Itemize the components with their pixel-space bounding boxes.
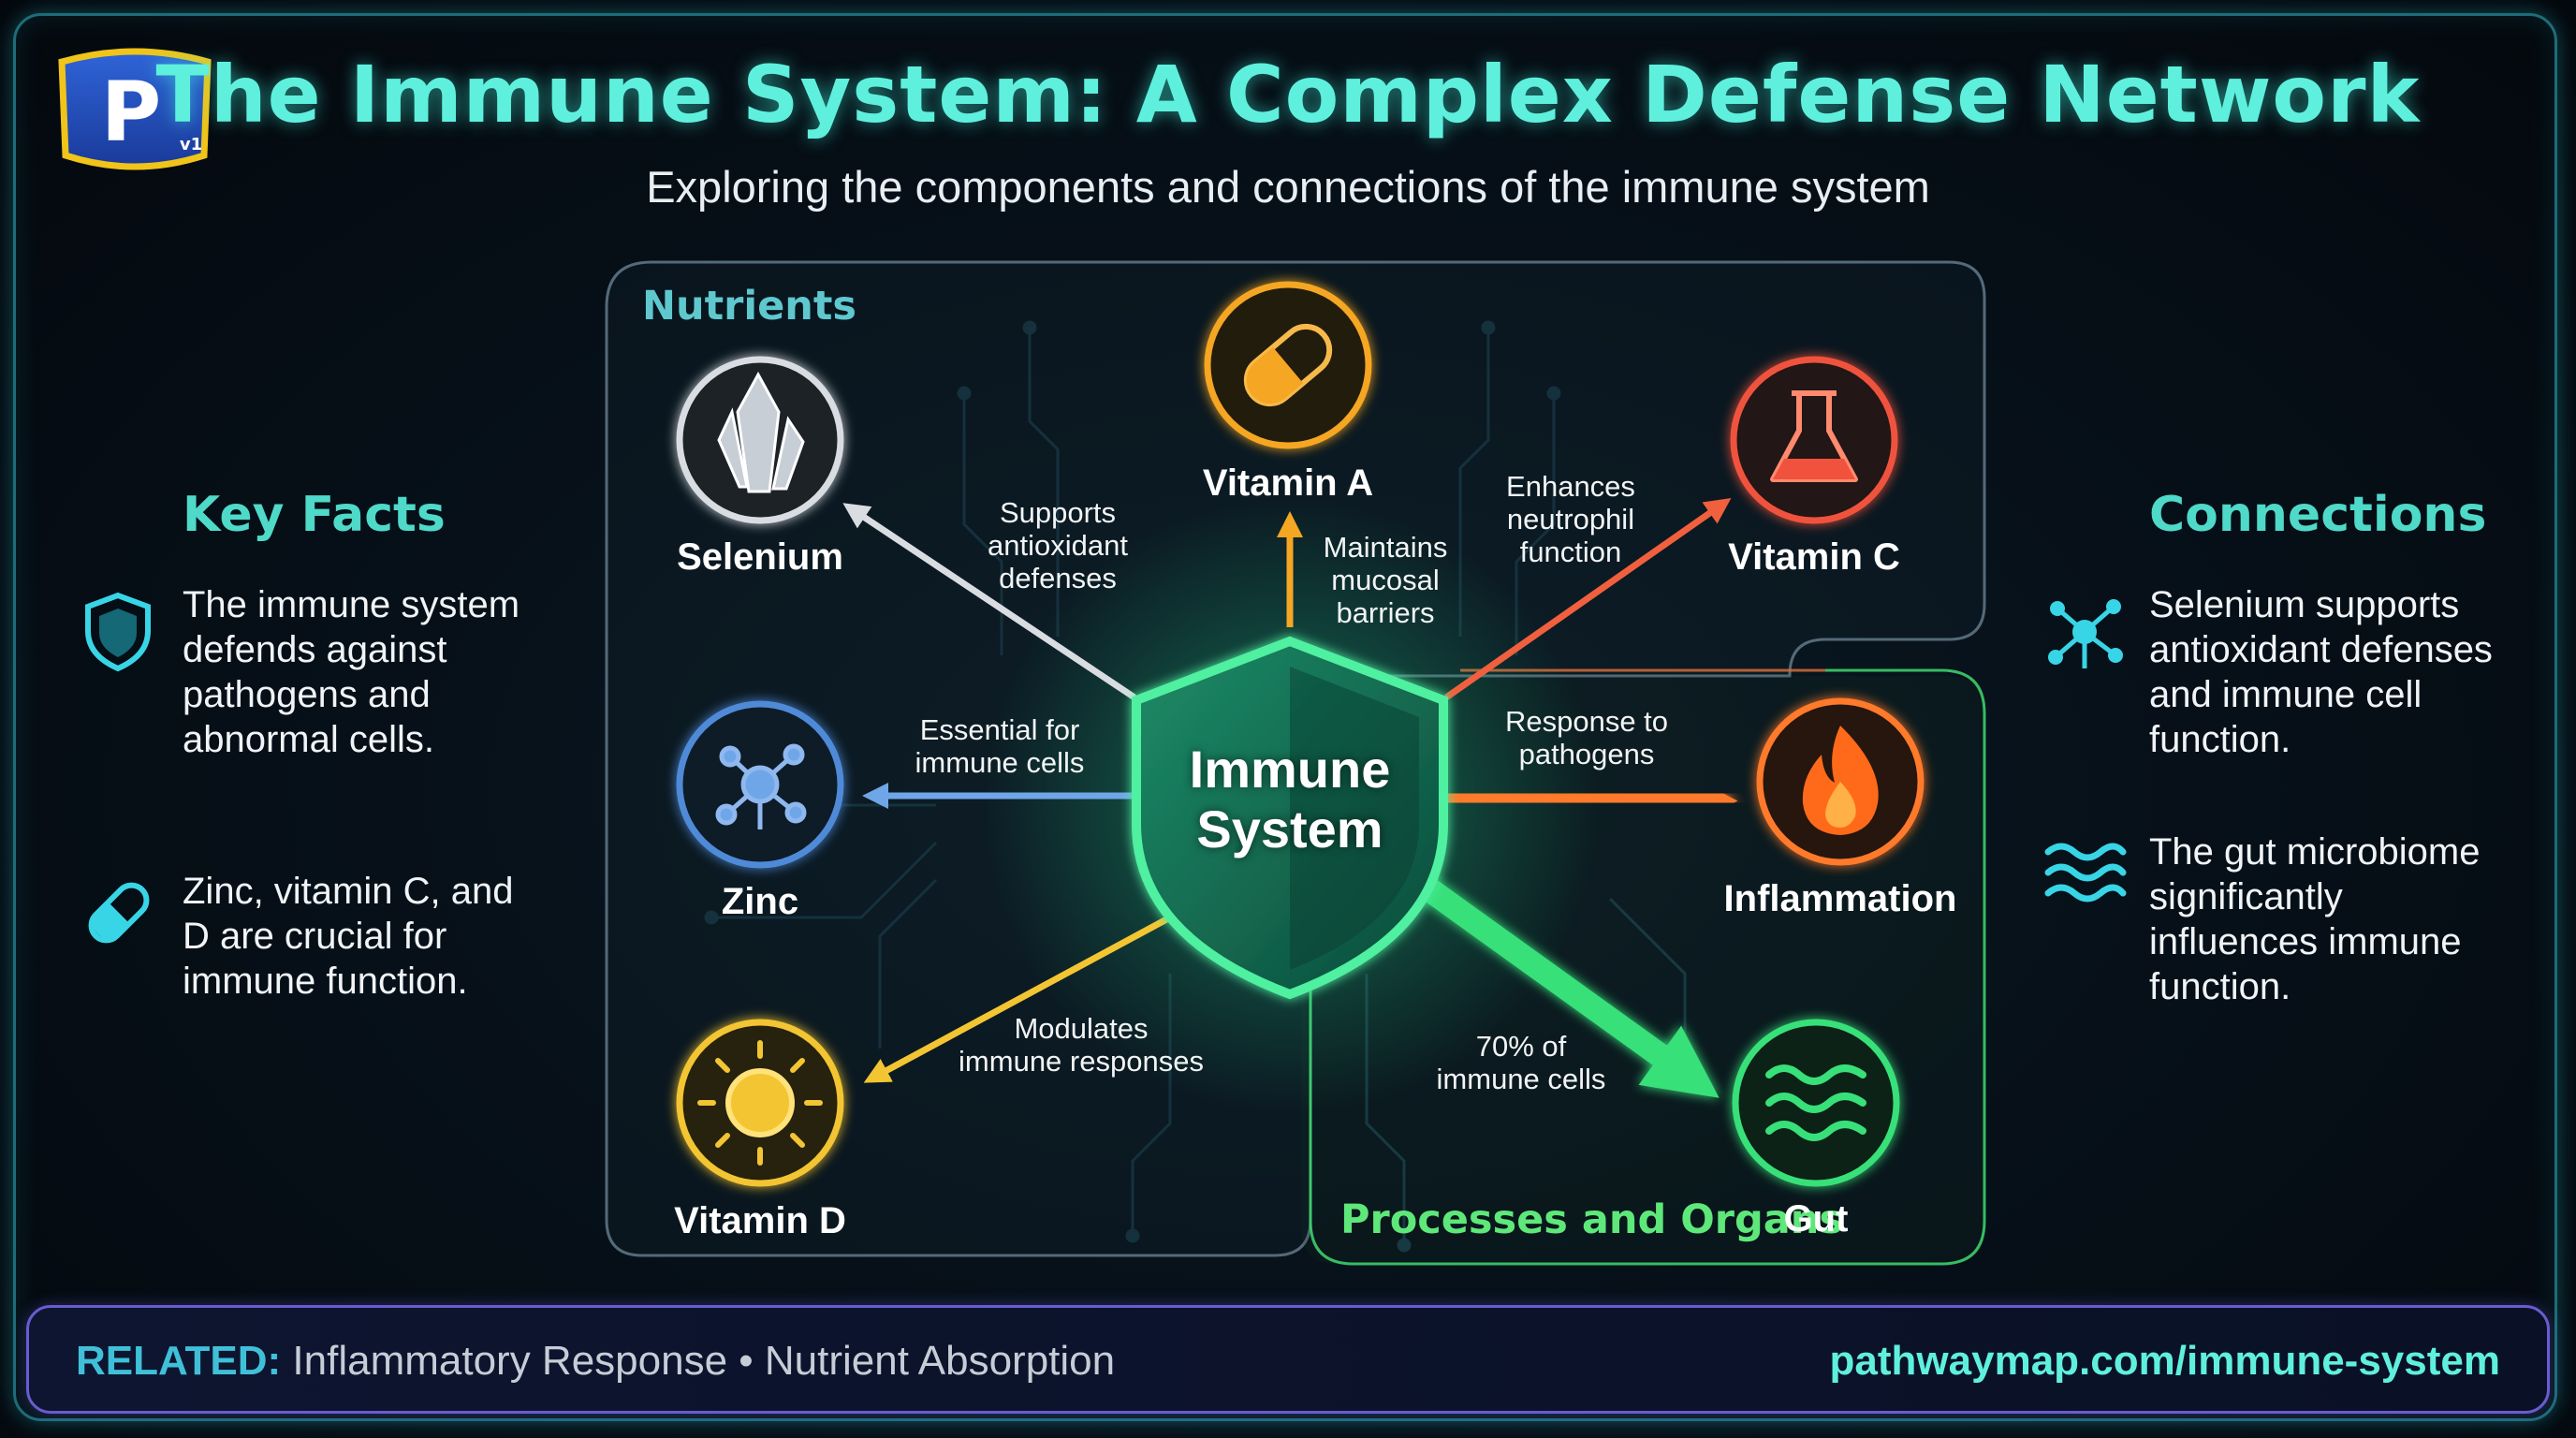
shield-icon (85, 592, 151, 672)
key-fact-2: Zinc, vitamin C, and D are crucial for i… (183, 869, 513, 1004)
key-fact-1-line: abnormal cells. (183, 719, 435, 760)
connection-2-line: influences immune (2149, 921, 2462, 962)
key-fact-1: The immune system defends against pathog… (183, 582, 520, 762)
edge-inflammation (1445, 770, 1738, 829)
connection-2-line: significantly (2149, 876, 2343, 917)
label-vitamin-c: Vitamin C (1728, 536, 1900, 578)
connection-1-line: Selenium supports (2149, 584, 2460, 625)
center-label-line: System (1196, 800, 1383, 858)
connections-heading: Connections (2149, 487, 2487, 543)
molecule-icon (2048, 599, 2123, 668)
connection-2-line: function. (2149, 966, 2291, 1007)
edge-label-line: Maintains (1323, 531, 1448, 564)
edge-label-line: antioxidant (988, 529, 1128, 562)
connection-1-line: antioxidant defenses (2149, 629, 2493, 670)
immune-system-node (1132, 636, 1448, 1000)
key-fact-2-line: immune function. (183, 961, 468, 1002)
label-selenium: Selenium (677, 536, 843, 578)
pathwaymap-logo: P v1 (58, 48, 212, 170)
edge-label-line: neutrophil (1506, 503, 1635, 536)
edge-label-line: immune responses (959, 1045, 1204, 1078)
page-title: The Immune System: A Complex Defense Net… (155, 49, 2421, 140)
edge-label-vitamin-d: Modulates immune responses (936, 1012, 1226, 1078)
label-vitamin-d: Vitamin D (674, 1200, 846, 1241)
key-fact-1-line: defends against (183, 629, 447, 670)
edge-label-line: Essential for (919, 713, 1080, 746)
waves-icon (2044, 843, 2127, 902)
node-inflammation (1756, 697, 1925, 866)
label-vitamin-a: Vitamin A (1202, 462, 1374, 504)
edge-label-line: Response to (1504, 705, 1669, 738)
edge-vitamin-d (863, 914, 1172, 1083)
key-fact-1-line: pathogens and (183, 674, 431, 715)
related-bar: RELATED: Inflammatory Response • Nutrien… (26, 1305, 2550, 1414)
key-fact-1-line: The immune system (183, 584, 520, 625)
crystal-icon (717, 371, 805, 493)
logo-letter: P (101, 64, 162, 160)
edge-label-vitamin-c: Enhances neutrophil function (1477, 470, 1664, 568)
connection-1-line: and immune cell (2149, 674, 2422, 715)
source-url-link[interactable]: pathwaymap.com/immune-system (1829, 1338, 2500, 1384)
related-text: RELATED: Inflammatory Response • Nutrien… (76, 1338, 1115, 1385)
label-gut: Gut (1783, 1198, 1849, 1240)
processes-panel-border-green (1309, 668, 1986, 1266)
node-selenium (676, 356, 844, 524)
edge-label-gut: 70% of immune cells (1404, 1030, 1638, 1095)
edge-label-selenium: Supports antioxidant defenses (936, 496, 1179, 594)
pill-icon (1243, 323, 1333, 407)
waves-icon (1765, 1064, 1866, 1141)
sun-icon (697, 1040, 823, 1166)
key-fact-2-line: Zinc, vitamin C, and (183, 871, 514, 912)
edge-label-inflammation: Response to pathogens (1470, 705, 1704, 770)
edge-label-line: barriers (1336, 596, 1435, 629)
molecule-icon (715, 743, 807, 829)
nutrients-group-label: Nutrients (642, 283, 857, 330)
label-inflammation: Inflammation (1723, 878, 1957, 919)
edge-label-zinc: Essential for immune cells (887, 713, 1112, 779)
edge-label-line: Enhances (1506, 470, 1635, 503)
center-label-line: Immune (1189, 740, 1391, 799)
edge-selenium (842, 503, 1136, 700)
edge-label-line: Modulates (1014, 1012, 1149, 1045)
connection-1-line: function. (2149, 719, 2291, 760)
processes-group-label: Processes and Organs (1340, 1196, 1843, 1243)
immune-system-label: Immune System (1149, 740, 1430, 859)
node-vitamin-a (1204, 281, 1372, 449)
edge-label-line: Supports (999, 496, 1117, 529)
edge-label-line: pathogens (1518, 738, 1655, 770)
node-gut (1732, 1019, 1900, 1187)
connection-2-line: The gut microbiome (2149, 831, 2481, 873)
label-zinc: Zinc (721, 881, 799, 922)
edge-label-line: function (1519, 536, 1622, 568)
node-vitamin-c (1730, 356, 1898, 524)
related-items[interactable]: Inflammatory Response • Nutrient Absorpt… (292, 1338, 1116, 1384)
edge-label-vitamin-a: Maintains mucosal barriers (1292, 531, 1479, 629)
key-facts-heading: Key Facts (183, 487, 446, 543)
edge-label-line: defenses (999, 562, 1117, 594)
outer-frame (13, 13, 2557, 1421)
related-label: RELATED: (76, 1338, 282, 1384)
key-fact-2-line: D are crucial for (183, 916, 447, 957)
page-subtitle: Exploring the components and connections… (646, 162, 1930, 212)
node-vitamin-d (676, 1019, 844, 1187)
edge-gut (1415, 874, 1720, 1098)
node-zinc (676, 700, 844, 869)
edge-label-line: 70% of (1475, 1030, 1567, 1063)
edge-label-line: immune cells (915, 746, 1085, 779)
edge-vitamin-c (1443, 497, 1732, 700)
logo-version: v1 (180, 135, 202, 154)
connection-1: Selenium supports antioxidant defenses a… (2149, 582, 2493, 762)
capsule-icon (88, 882, 150, 944)
flask-icon (1770, 390, 1858, 482)
edge-label-line: immune cells (1436, 1063, 1606, 1095)
flame-icon (1802, 726, 1879, 835)
connection-2: The gut microbiome significantly influen… (2149, 829, 2480, 1009)
edge-label-line: mucosal (1331, 564, 1440, 596)
